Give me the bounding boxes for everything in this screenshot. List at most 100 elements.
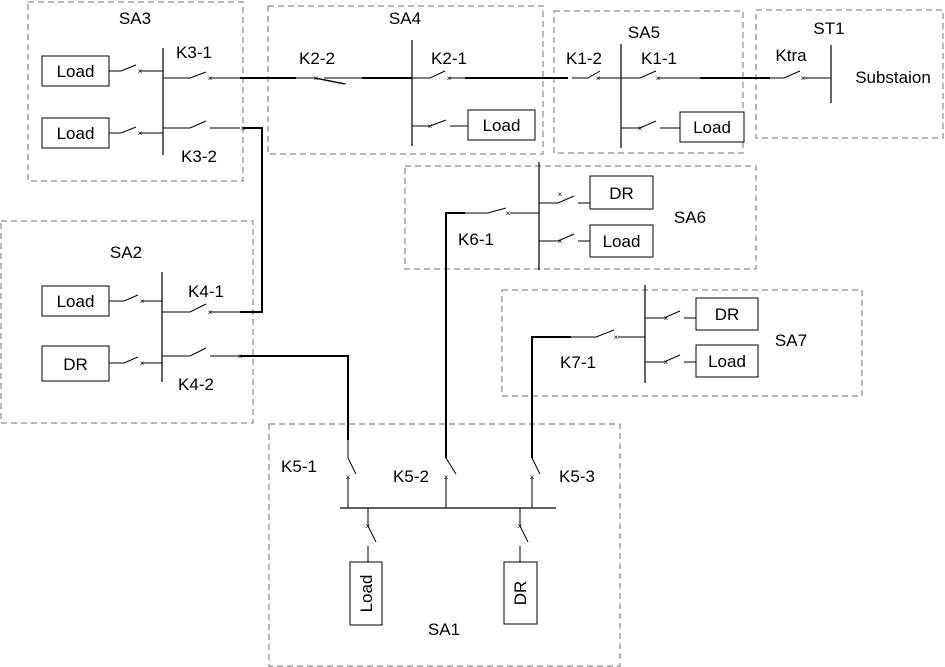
sa5-load-switch bbox=[621, 120, 680, 129]
switch-k5-3 bbox=[531, 457, 541, 508]
switch-label-k2-1: K2-1 bbox=[431, 49, 467, 68]
area-st1-boundary bbox=[755, 9, 944, 139]
sa3-load-1-label: Load bbox=[57, 62, 95, 81]
sa5-load-box bbox=[679, 111, 745, 143]
sa7-load-box bbox=[695, 344, 759, 378]
sa6-dr-switch bbox=[539, 195, 590, 204]
sa1-load-switch bbox=[367, 508, 377, 562]
switch-label-k4-1: K4-1 bbox=[188, 282, 224, 301]
switch-label-k5-3: K5-3 bbox=[559, 467, 595, 486]
switch-label-k1-1: K1-1 bbox=[641, 49, 677, 68]
sa3-load-1-switch bbox=[109, 64, 163, 72]
sa1-dr-switch bbox=[519, 508, 529, 562]
switch-k2-2-blade bbox=[310, 77, 347, 85]
switch-mark: × bbox=[208, 74, 213, 83]
switch-ktra bbox=[770, 70, 831, 79]
switch-label-k4-2: K4-2 bbox=[178, 375, 214, 394]
switch-mark: × bbox=[558, 190, 563, 199]
area-sa4-boundary bbox=[267, 5, 544, 155]
sa7-dr-switch bbox=[645, 310, 696, 319]
sa1-load-box bbox=[349, 561, 383, 626]
sa4-load-label: Load bbox=[483, 116, 521, 135]
switch-k4-2 bbox=[162, 347, 240, 357]
area-label-sa5: SA5 bbox=[628, 23, 660, 42]
sa2-load-label: Load bbox=[57, 292, 95, 311]
switch-mark: × bbox=[314, 74, 319, 83]
switch-mark: × bbox=[506, 209, 511, 218]
sa6-load-box bbox=[589, 224, 654, 258]
sa2-dr-box bbox=[41, 345, 110, 382]
switch-mark: × bbox=[664, 314, 669, 323]
sa3-load-2-switch bbox=[109, 126, 163, 134]
switch-label-k7-1: K7-1 bbox=[560, 353, 596, 372]
sa3-load-2-box bbox=[41, 117, 110, 149]
switch-label-k6-1: K6-1 bbox=[458, 230, 494, 249]
switch-k4-1 bbox=[162, 303, 240, 313]
switch-mark: × bbox=[346, 473, 351, 482]
sa1-dr-label: DR bbox=[511, 581, 530, 606]
switch-mark: × bbox=[140, 297, 145, 306]
switch-mark: × bbox=[447, 74, 452, 83]
sa3-load-1-box bbox=[41, 55, 110, 87]
sa3-load-2-label: Load bbox=[57, 124, 95, 143]
sa2-dr-label: DR bbox=[63, 355, 88, 374]
switch-k3-1 bbox=[163, 71, 240, 79]
switch-k1-1 bbox=[621, 70, 700, 79]
sa6-dr-box bbox=[589, 175, 654, 210]
switch-label-k3-1: K3-1 bbox=[176, 43, 212, 62]
area-label-sa2: SA2 bbox=[110, 243, 142, 262]
sa1-load-label: Load bbox=[357, 575, 376, 613]
switch-label-k5-2: K5-2 bbox=[393, 467, 429, 486]
switch-mark: × bbox=[208, 308, 213, 317]
sa7-dr-label: DR bbox=[715, 305, 740, 324]
tie-line-k7-1-k5-3 bbox=[531, 336, 571, 458]
sa2-dr-switch bbox=[109, 356, 162, 364]
tie-line-k3-2-k4-1 bbox=[240, 127, 263, 313]
sa6-load-switch bbox=[539, 233, 590, 242]
switch-mark: × bbox=[138, 129, 143, 138]
switch-mark: × bbox=[444, 473, 449, 482]
area-sa6-boundary bbox=[404, 165, 757, 270]
switch-k2-1 bbox=[412, 70, 465, 79]
area-label-sa6: SA6 bbox=[674, 208, 706, 227]
area-sa5-boundary bbox=[553, 10, 744, 154]
sa2-load-box bbox=[41, 285, 110, 317]
switch-k1-2 bbox=[572, 70, 621, 79]
switch-k7-1 bbox=[571, 329, 645, 338]
area-sa3-boundary bbox=[27, 1, 244, 182]
sa1-dr-box bbox=[503, 561, 538, 625]
sa7-load-switch bbox=[645, 354, 696, 363]
sa4-load-box bbox=[467, 109, 536, 141]
sa2-load-switch bbox=[109, 294, 162, 302]
switch-mark: × bbox=[596, 74, 601, 83]
switch-mark: × bbox=[614, 333, 619, 342]
switch-label-k1-2: K1-2 bbox=[566, 49, 602, 68]
switch-mark: × bbox=[138, 67, 143, 76]
switch-mark: × bbox=[140, 359, 145, 368]
area-label-st1: ST1 bbox=[813, 19, 844, 38]
switch-label-k3-2: K3-2 bbox=[181, 147, 217, 166]
switch-k3-2 bbox=[163, 120, 240, 129]
switch-label-k5-1: K5-1 bbox=[281, 457, 317, 476]
sa7-dr-box bbox=[695, 297, 759, 331]
area-label-sa4: SA4 bbox=[389, 9, 421, 28]
switch-k5-2 bbox=[445, 457, 457, 508]
sa6-dr-label: DR bbox=[609, 184, 634, 203]
area-label-sa7: SA7 bbox=[775, 331, 807, 350]
switch-mark: × bbox=[638, 124, 643, 133]
sa7-load-label: Load bbox=[708, 352, 746, 371]
switch-mark: × bbox=[656, 74, 661, 83]
tie-line-k4-2-k5-1 bbox=[240, 355, 349, 440]
area-label-sa1: SA1 bbox=[428, 620, 460, 639]
switch-mark: × bbox=[664, 358, 669, 367]
sa5-load-label: Load bbox=[693, 118, 731, 137]
switch-mark: × bbox=[366, 522, 371, 531]
switch-mark: × bbox=[558, 237, 563, 246]
switch-mark: × bbox=[530, 473, 535, 482]
tie-line-k6-1-k5-2 bbox=[445, 212, 465, 458]
area-sa2-boundary bbox=[0, 220, 254, 424]
area-label-sa3: SA3 bbox=[119, 9, 151, 28]
switch-mark: × bbox=[801, 74, 806, 83]
switch-mark: × bbox=[518, 522, 523, 531]
sa4-load-switch bbox=[412, 119, 468, 127]
